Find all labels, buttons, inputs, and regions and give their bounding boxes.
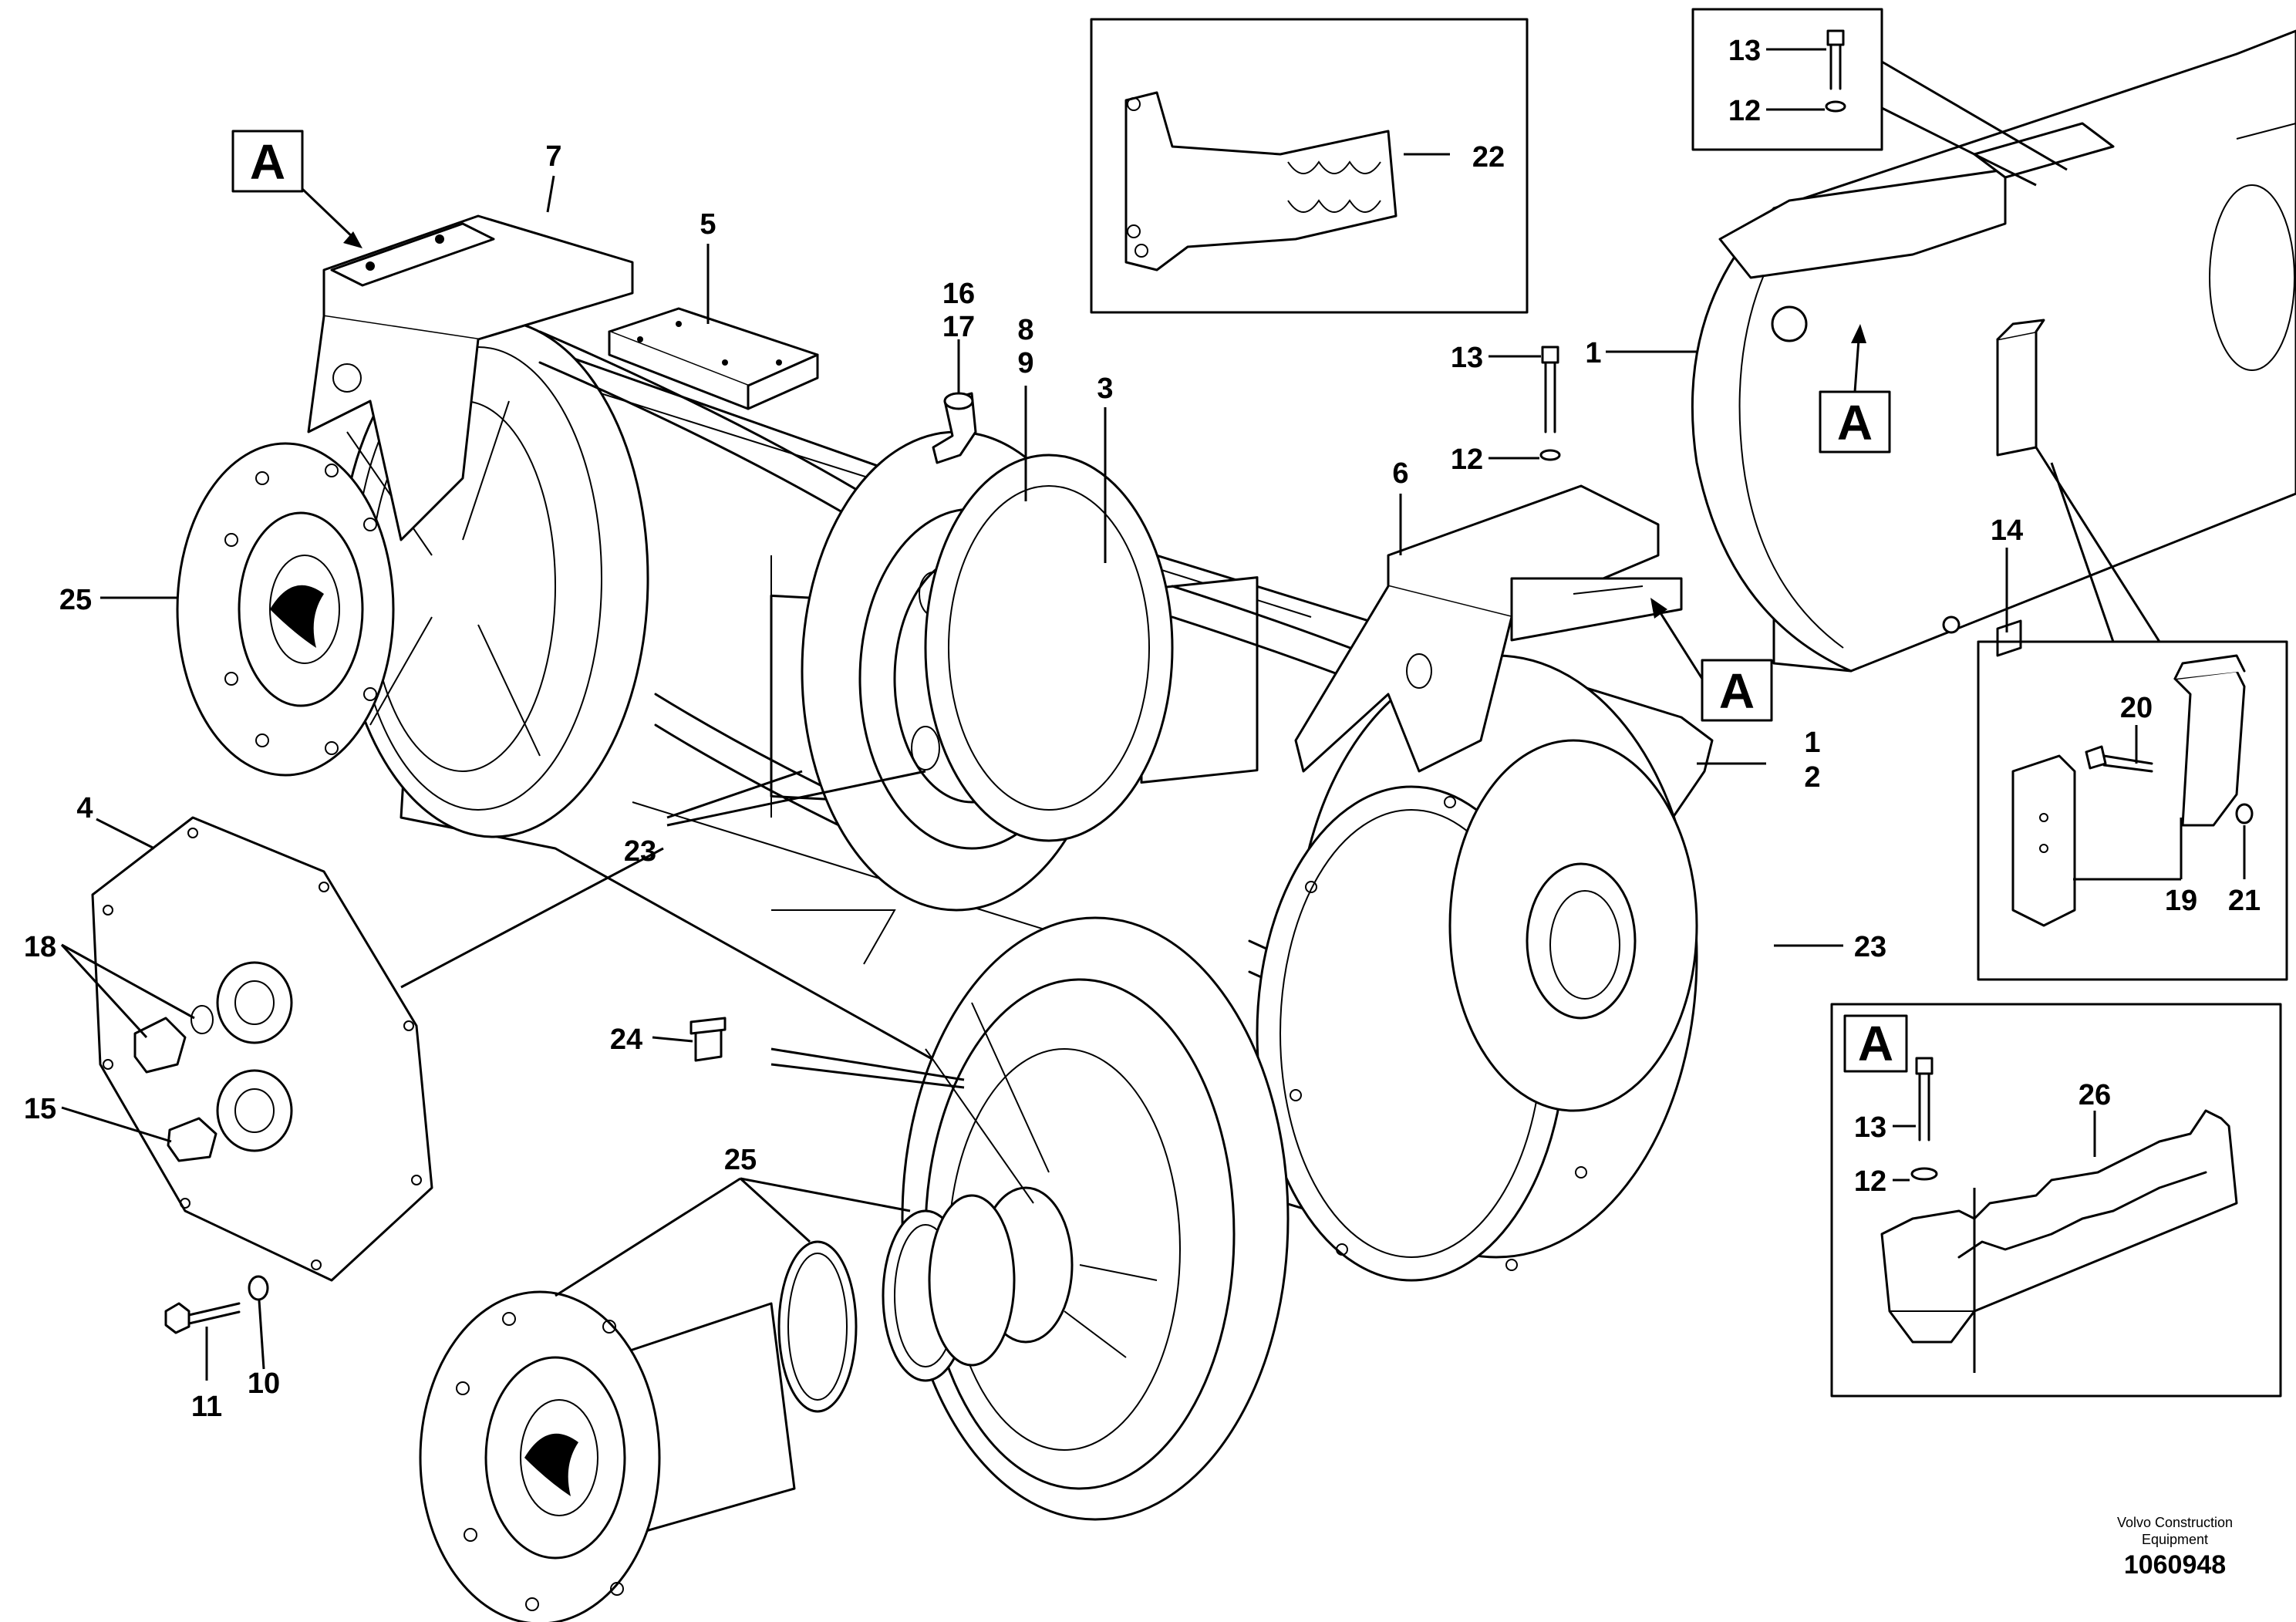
label-6: 6 [1392,457,1408,490]
label-11: 11 [191,1391,222,1423]
label-23-right: 23 [1854,931,1886,963]
label-20: 20 [2120,692,2153,724]
label-22: 22 [1472,141,1505,174]
label-7: 7 [545,140,561,173]
leader-lines [60,48,2246,1381]
label-12-inset: 12 [1854,1165,1886,1198]
label-25-left: 25 [59,584,92,616]
label-26: 26 [2079,1079,2111,1111]
view-marker-a-2: A [1819,390,1891,454]
inset-box-22 [1090,18,1529,314]
label-9: 9 [1017,347,1033,379]
label-18: 18 [24,931,56,963]
company-name-line2: Equipment [2142,1532,2208,1547]
label-25-lower: 25 [724,1144,757,1176]
label-13-mid: 13 [1451,342,1483,374]
small-parts [133,29,1846,1334]
label-8: 8 [1017,314,1033,346]
label-19: 19 [2165,885,2197,917]
inset-box-13-12 [1691,8,1883,151]
label-5: 5 [700,208,716,241]
document-number: 1060948 [2124,1550,2226,1580]
label-16: 16 [942,278,975,310]
lower-hub-flange [419,1290,796,1622]
top-cover-plate [608,307,819,410]
inset-box-19-20-21 [1977,640,2288,981]
view-marker-a-1: A [231,130,304,193]
label-12-mid: 12 [1451,443,1483,476]
label-24: 24 [610,1023,642,1056]
right-bracket [1294,484,1683,773]
lower-final-drive [901,916,1290,1521]
inset-box-A-26 [1830,1003,2282,1398]
label-14: 14 [1991,514,2023,547]
svg-text:A: A [1837,395,1873,450]
label-1-lower: 1 [1804,727,1820,759]
right-tandem-housing [1691,29,2296,673]
label-13-inset: 13 [1854,1111,1886,1144]
cover-plate [91,816,433,1282]
left-hub-flange [176,442,395,777]
label-17: 17 [942,311,975,343]
label-2: 2 [1804,761,1820,794]
left-bracket [307,214,634,541]
label-21: 21 [2228,885,2261,917]
view-marker-a-3: A [1701,659,1773,722]
svg-text:A: A [1858,1016,1893,1071]
view-marker-a-4: A [1843,1014,1908,1073]
footer-credit: Volvo Construction Equipment 1060948 [2117,1515,2233,1580]
label-4: 4 [76,792,93,824]
label-10: 10 [248,1367,280,1400]
bearing-rings [777,1194,1016,1413]
svg-text:A: A [1719,663,1755,719]
center-sprocket [801,430,1174,912]
label-15: 15 [24,1093,56,1125]
label-13-top: 13 [1728,35,1761,67]
right-sprocket-and-ring [1256,654,1698,1282]
company-name-line1: Volvo Construction [2117,1515,2233,1530]
svg-text:A: A [250,134,285,190]
part-labels: 7 5 16 17 8 9 3 22 13 12 13 12 6 1 14 20… [24,35,2261,1423]
label-23-center: 23 [624,835,656,868]
label-12-top: 12 [1728,95,1761,127]
label-1-upper: 1 [1585,337,1601,369]
label-3: 3 [1097,373,1113,405]
